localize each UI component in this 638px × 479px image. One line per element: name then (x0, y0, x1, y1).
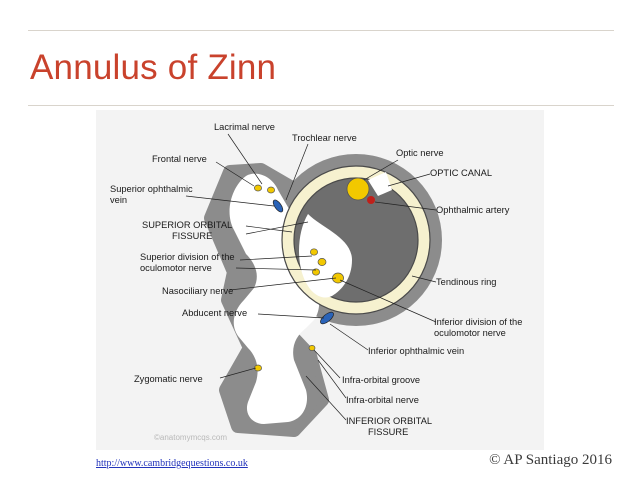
label-ophthalmic-artery: Ophthalmic artery (436, 205, 510, 215)
label-inferior-orbital-fissure-1: INFERIOR ORBITAL (346, 416, 432, 426)
label-abducent-nerve: Abducent nerve (182, 308, 247, 318)
label-inferior-orbital-fissure-2: FISSURE (368, 427, 408, 437)
label-infra-orbital-nerve: Infra-orbital nerve (346, 395, 419, 405)
label-superior-division-2: oculomotor nerve (140, 263, 212, 273)
label-inferior-division-1: Inferior division of the (434, 317, 522, 327)
annulus-diagram: Lacrimal nerve Trochlear nerve Optic ner… (96, 110, 544, 450)
superior-ophthalmic-vein-shape (272, 199, 284, 213)
label-lacrimal-nerve: Lacrimal nerve (214, 122, 275, 132)
nerve-dots (254, 184, 344, 372)
label-superior-ophthalmic-vein-1: Superior ophthalmic (110, 184, 193, 194)
label-zygomatic-nerve: Zygomatic nerve (134, 374, 203, 384)
label-infra-orbital-groove: Infra-orbital groove (342, 375, 420, 385)
label-trochlear-nerve: Trochlear nerve (292, 133, 357, 143)
watermark: ©anatomymcqs.com (154, 433, 227, 442)
label-inferior-ophthalmic-vein: Inferior ophthalmic vein (368, 346, 464, 356)
label-optic-canal: OPTIC CANAL (430, 168, 492, 178)
annulus-diagram-svg: Lacrimal nerve Trochlear nerve Optic ner… (110, 122, 522, 442)
leader-lines (185, 133, 437, 421)
optic-canal-notch (368, 172, 392, 196)
label-superior-orbital-fissure-2: FISSURE (172, 231, 212, 241)
title-rule (28, 105, 614, 106)
label-frontal-nerve: Frontal nerve (152, 154, 207, 164)
top-rule (28, 30, 614, 31)
label-superior-orbital-fissure-1: SUPERIOR ORBITAL (142, 220, 232, 230)
ophthalmic-artery-shape (367, 196, 375, 204)
inferior-ophthalmic-vein-shape (320, 311, 334, 325)
label-tendinous-ring: Tendinous ring (436, 277, 496, 287)
label-nasociliary-nerve: Nasociliary nerve (162, 286, 233, 296)
label-inferior-division-2: oculomotor nerve (434, 328, 506, 338)
label-optic-nerve: Optic nerve (396, 148, 444, 158)
source-link[interactable]: http://www.cambridgequestions.co.uk (96, 458, 248, 469)
diagram-labels: Lacrimal nerve Trochlear nerve Optic ner… (110, 122, 522, 442)
slide-title: Annulus of Zinn (30, 48, 277, 87)
copyright-notice: © AP Santiago 2016 (489, 452, 612, 468)
optic-nerve-shape (346, 177, 370, 201)
label-superior-ophthalmic-vein-2: vein (110, 195, 127, 205)
label-superior-division-1: Superior division of the (140, 252, 235, 262)
